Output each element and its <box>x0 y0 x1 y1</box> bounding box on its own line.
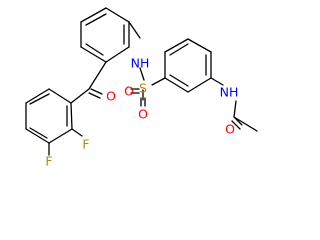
nh-right-label: NH <box>220 85 239 100</box>
bond-carbonyl-ring <box>70 88 90 104</box>
nh-left-label: NH <box>131 56 150 71</box>
difluorophenyl-ring <box>25 88 73 144</box>
oxygen-amide-label: O <box>225 122 235 137</box>
bond-ring-carbonyl <box>88 61 107 90</box>
bond-ring-amide-nh <box>210 77 224 86</box>
molecule-drawing: NH S O O O F F NH O <box>25 7 258 169</box>
sulfur-label: S <box>139 81 147 96</box>
benzenesulfonyl-ring <box>151 38 212 93</box>
aniline-ring <box>80 7 130 63</box>
oxygen-sulfonyl-left-label: O <box>124 84 134 99</box>
oxygen-sulfonyl-bottom-label: O <box>138 107 148 122</box>
bond-methyl <box>233 116 258 132</box>
bond-nh-carbonyl <box>233 100 237 118</box>
structure-svg: NH S O O O F F NH O <box>25 7 258 169</box>
bond-ring-nh <box>128 21 141 39</box>
bond-nh-s <box>139 67 145 81</box>
bond-carbonyl-o <box>90 88 103 95</box>
fluorine-meta-label: F <box>45 154 52 169</box>
fluorine-ortho-label: F <box>82 137 89 152</box>
oxygen-ketone-label: O <box>106 89 116 104</box>
bond-ring-f-ortho <box>71 128 83 137</box>
